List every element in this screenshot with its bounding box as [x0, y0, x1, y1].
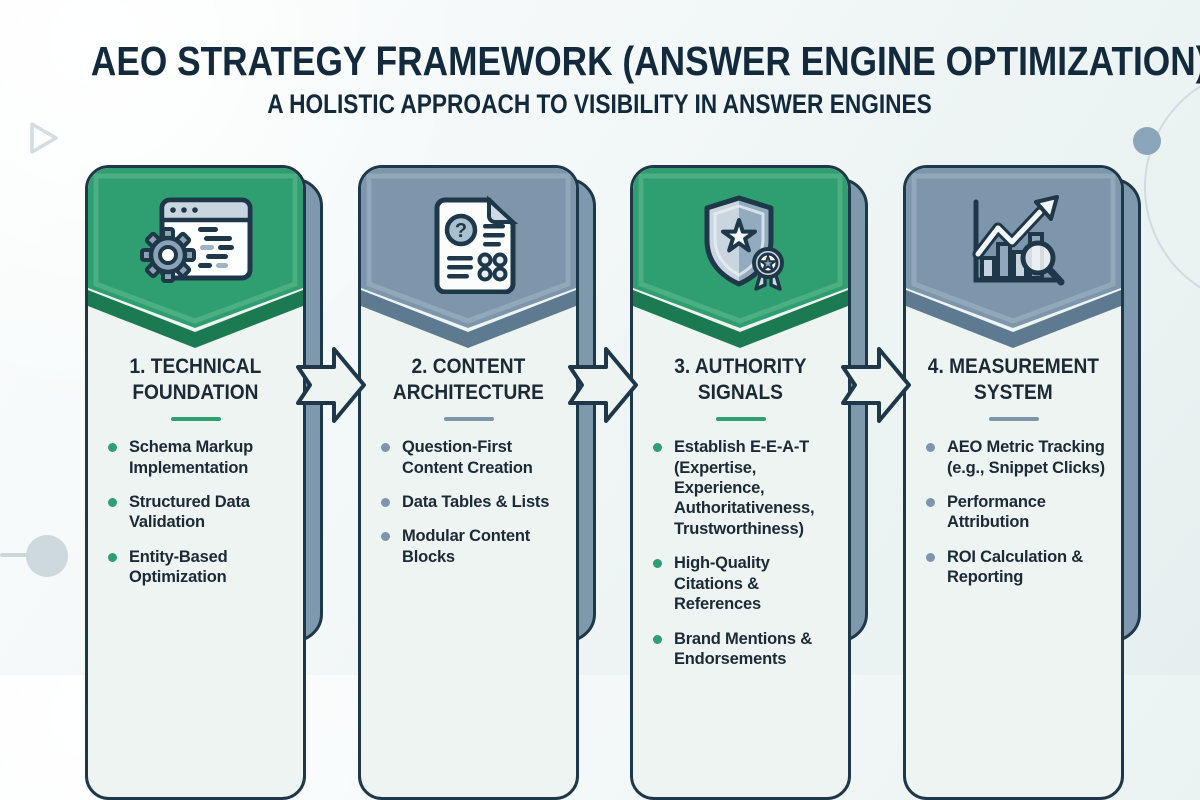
bullet-dot — [926, 552, 935, 562]
bullet-dot — [653, 443, 662, 453]
card-title: 1. TECHNICAL FOUNDATION — [129, 354, 262, 404]
chart-growth-icon — [972, 195, 1064, 286]
card-title: 3. AUTHORITY SIGNALS — [674, 354, 807, 404]
list-item: Establish E-E-A-T (Expertise, Experience… — [649, 437, 840, 539]
page-title: AEO STRATEGY FRAMEWORK (ANSWER ENGINE OP… — [90, 38, 1200, 84]
bullet-dot — [108, 443, 117, 453]
list-item: Modular Content Blocks — [377, 526, 568, 567]
bullet-dot — [926, 443, 935, 453]
flow-arrow-icon — [296, 347, 366, 423]
bullet-dot — [926, 498, 935, 507]
list-item: Schema Markup Implementation — [104, 437, 295, 478]
bullet-dot — [381, 498, 390, 507]
card-title: 4. MEASUREMENT SYSTEM — [927, 354, 1100, 404]
decor-dot — [1133, 127, 1161, 155]
browser-gear-icon — [139, 197, 252, 283]
list-item: Entity-Based Optimization — [104, 547, 295, 588]
title-divider — [443, 416, 494, 422]
title-divider — [988, 416, 1039, 422]
shield-badge-icon — [704, 195, 784, 291]
list-item: Structured Data Validation — [104, 492, 295, 533]
bullet-list: Schema Markup Implementation Structured … — [88, 437, 303, 588]
card-measurement-system: 4. MEASUREMENT SYSTEM AEO Metric Trackin… — [903, 165, 1141, 800]
document-question-icon: ? — [434, 195, 518, 294]
card-technical-foundation: 1. TECHNICAL FOUNDATION Schema Markup Im… — [85, 165, 323, 800]
list-item: Data Tables & Lists — [377, 492, 568, 512]
bullet-dot — [381, 443, 390, 453]
bullet-dot — [108, 552, 117, 562]
bullet-dot — [653, 634, 662, 644]
title-divider — [170, 416, 221, 422]
bullet-list: AEO Metric Tracking (e.g., Snippet Click… — [906, 437, 1121, 588]
title-divider — [715, 416, 766, 422]
card-content-architecture: ? 2. CONTENT ARCHITECTURE Question-First… — [358, 165, 596, 800]
bullet-list: Establish E-E-A-T (Expertise, Experience… — [633, 437, 848, 670]
flow-arrow-icon — [841, 347, 911, 423]
bullet-dot — [653, 559, 662, 569]
flow-arrow-icon — [568, 347, 638, 423]
card-header-banner — [906, 168, 1121, 348]
bullet-dot — [108, 498, 117, 507]
bullet-dot — [381, 532, 390, 542]
card-title: 2. CONTENT ARCHITECTURE — [393, 354, 544, 404]
bullet-list: Question-First Content Creation Data Tab… — [361, 437, 576, 567]
page-subtitle: A HOLISTIC APPROACH TO VISIBILITY IN ANS… — [267, 89, 933, 119]
svg-text:?: ? — [454, 220, 466, 242]
list-item: High-Quality Citations & References — [649, 553, 840, 614]
decor-triangle-icon — [30, 122, 58, 154]
decor-line — [0, 553, 30, 557]
page-header: AEO STRATEGY FRAMEWORK (ANSWER ENGINE OP… — [0, 38, 1200, 120]
list-item: AEO Metric Tracking (e.g., Snippet Click… — [922, 437, 1113, 478]
decor-ball — [26, 535, 68, 577]
list-item: Performance Attribution — [922, 492, 1113, 533]
list-item: Brand Mentions & Endorsements — [649, 629, 840, 670]
list-item: Question-First Content Creation — [377, 437, 568, 478]
list-item: ROI Calculation & Reporting — [922, 547, 1113, 588]
card-authority-signals: 3. AUTHORITY SIGNALS Establish E-E-A-T (… — [630, 165, 868, 800]
